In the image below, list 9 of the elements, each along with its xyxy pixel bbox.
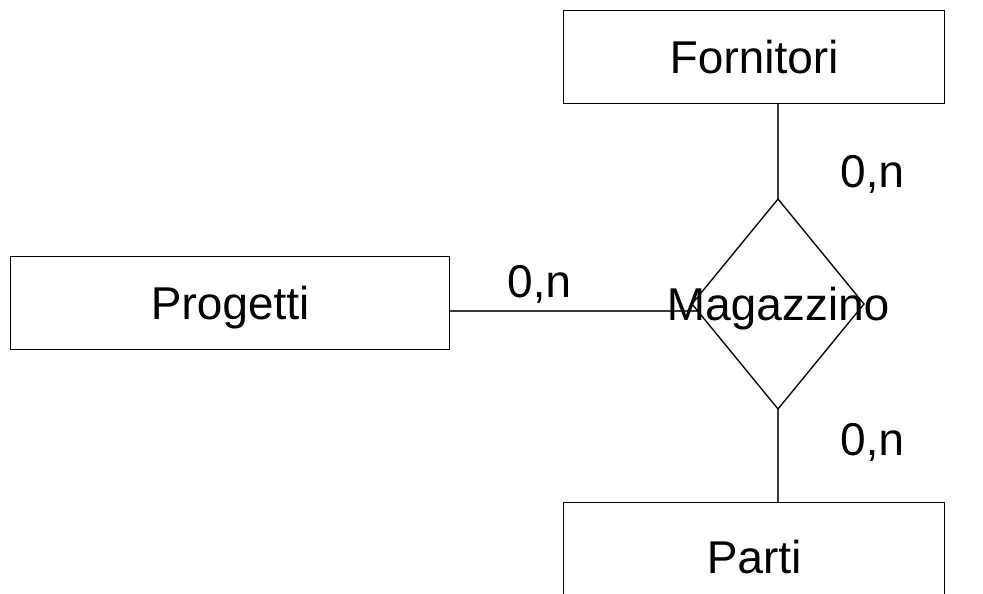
- connector-line: [777, 409, 779, 502]
- connector-line: [777, 104, 779, 199]
- entity-name: Fornitori: [670, 30, 838, 84]
- entity-name: Parti: [706, 530, 802, 584]
- entity-box: [10, 256, 450, 350]
- entity-name: Progetti: [150, 276, 310, 330]
- entity-box: [563, 10, 945, 104]
- connector-line: [450, 310, 698, 312]
- entity-box: [563, 502, 945, 594]
